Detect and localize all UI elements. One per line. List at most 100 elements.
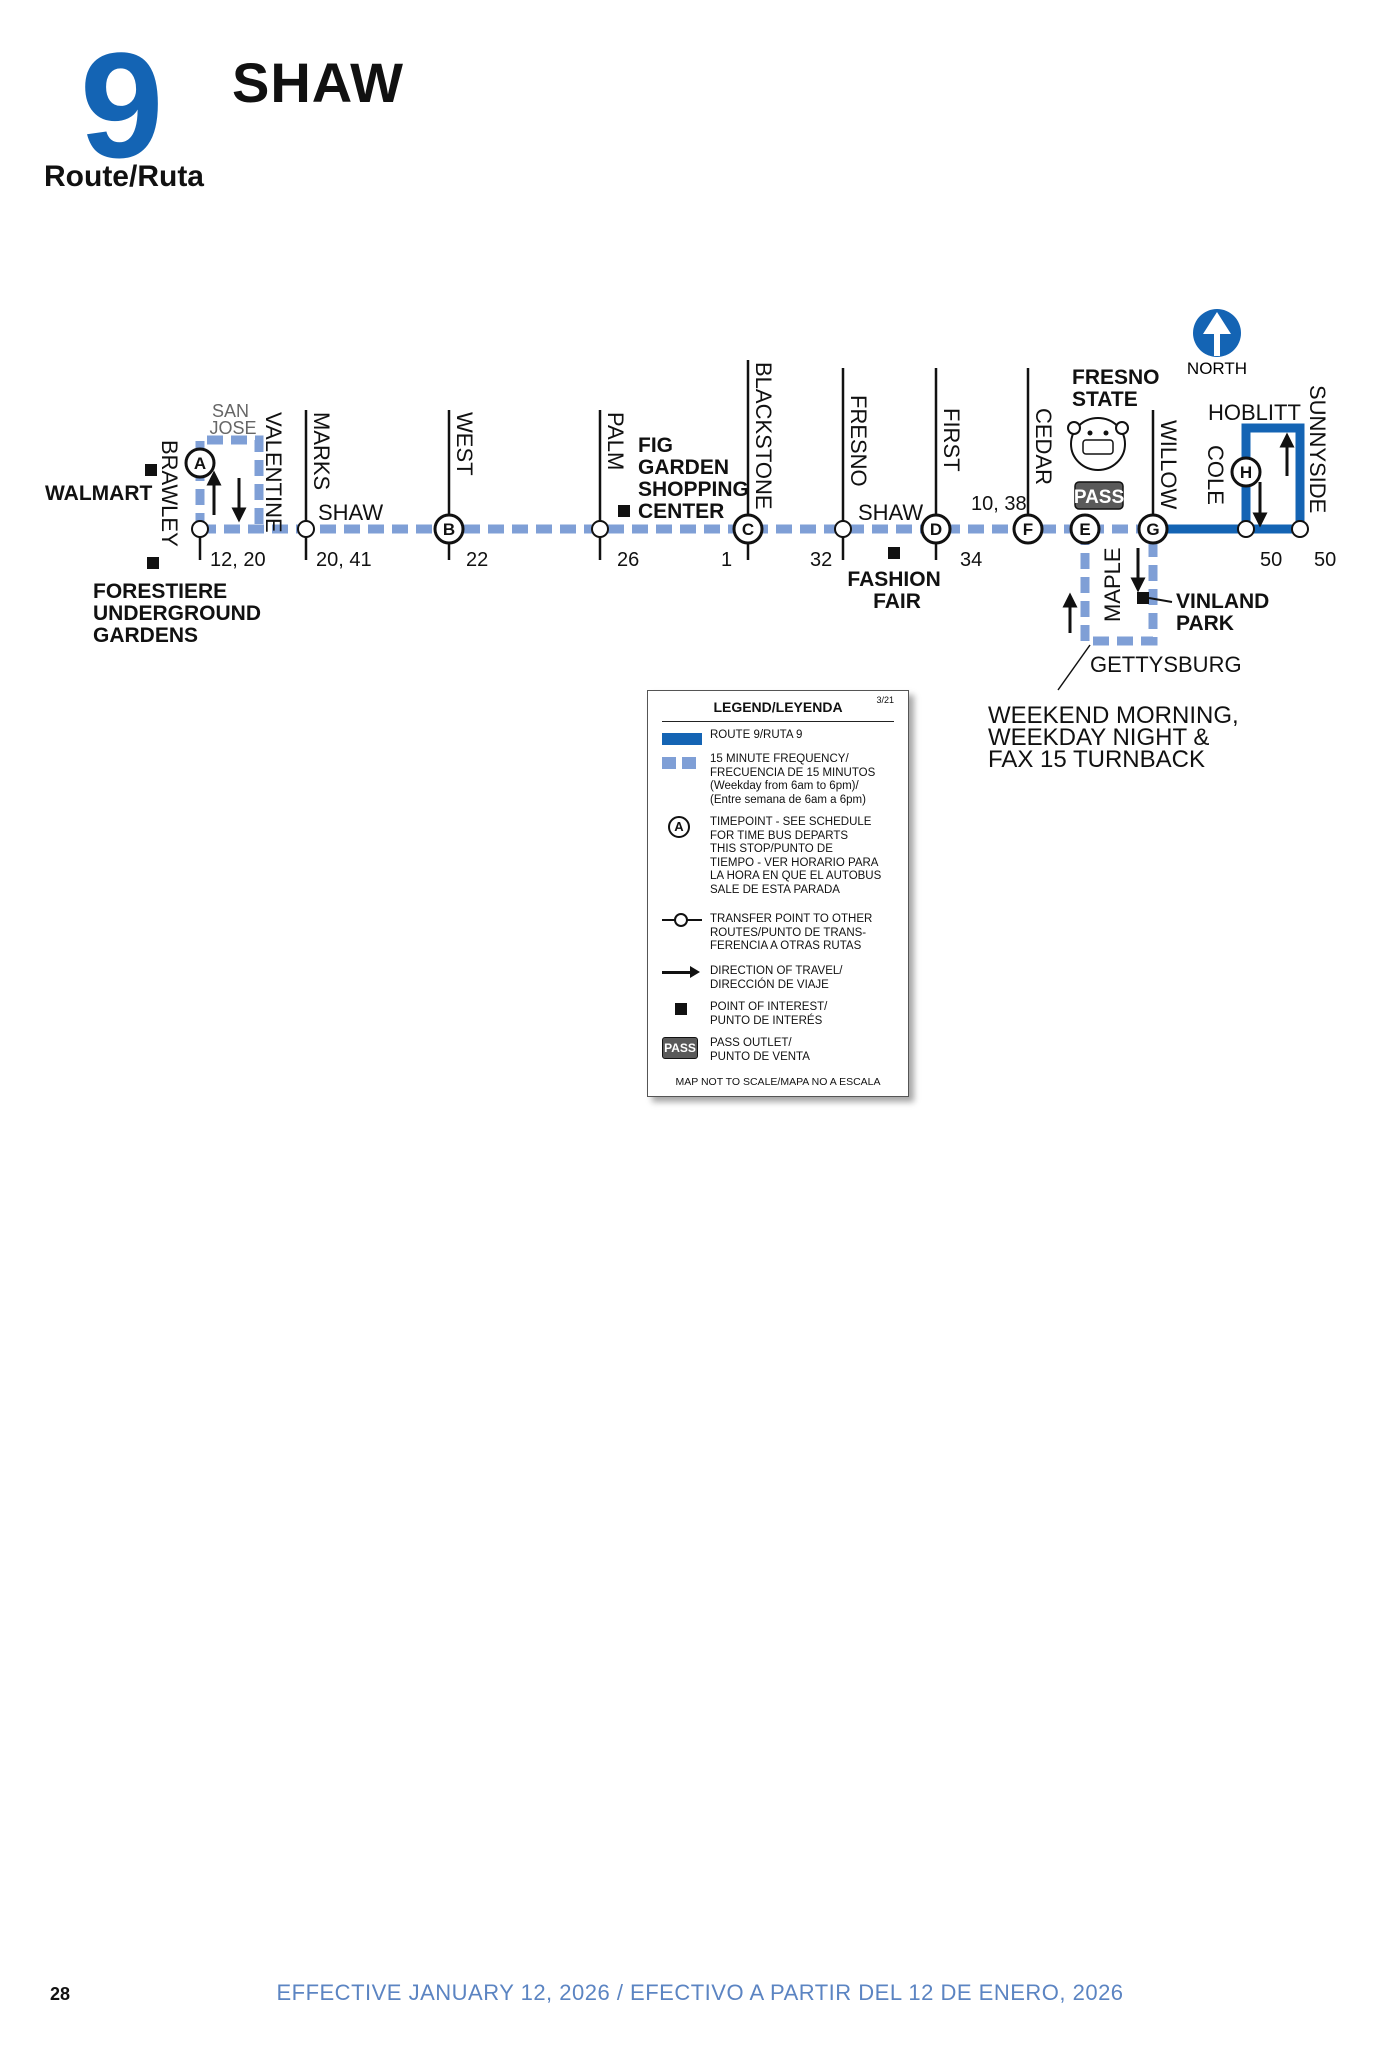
legend-text: ROUTE 9/RUTA 9 [710,729,803,741]
street-label-cole: COLE [1203,445,1228,505]
poi-fashion-fair: FASHION FAIR [847,568,946,613]
timepoint-a: A [184,447,216,479]
timepoint-g: G [1137,513,1169,545]
legend-text: PASS OUTLET/ PUNTO DE VENTA [710,1037,810,1063]
turnback-line: WEEKDAY NIGHT & [988,724,1209,751]
timepoint-e: E [1069,513,1101,545]
legend-text: TRANSFER POINT TO OTHER ROUTES/PUNTO DE … [710,913,873,952]
north-arrow-icon [1193,309,1241,357]
timepoint-label: D [930,520,942,539]
street-label-san-jose: SAN JOSE [209,401,256,438]
bulldog-mascot-icon [1067,417,1129,471]
poi-fig-garden-line: GARDEN [638,456,729,479]
timepoint-label: A [194,454,206,473]
street-label-fresno: FRESNO [846,395,871,487]
transfer-point-icon [1291,520,1309,538]
point-of-interest-icon [675,1003,687,1015]
timepoint-label: E [1079,520,1090,539]
transfer-routes-palm: 26 [617,549,639,571]
transfer-routes-brawley: 12, 20 [210,549,266,571]
street-label-willow: WILLOW [1156,420,1181,509]
legend-title: LEGEND/LEYENDA [713,699,843,715]
point-of-interest-icon [147,557,159,569]
point-of-interest-icon [145,464,157,476]
poi-forestiere: FORESTIERE UNDERGROUND GARDENS [93,580,267,647]
pass-badge-text: PASS [1074,487,1124,508]
street-label-shaw-west: SHAW [318,500,383,525]
timepoint-f: F [1012,513,1044,545]
poi-fashion-fair-line: FAIR [873,590,921,613]
transfer-routes-marks: 20, 41 [316,549,372,571]
poi-fashion-fair-line: FASHION [847,568,940,591]
timepoint-label: H [1240,463,1252,482]
street-label-valentine: VALENTINE [261,412,286,533]
poi-fresno-state: FRESNO STATE [1072,366,1165,411]
legend-footer: MAP NOT TO SCALE/MAPA NO A ESCALA [675,1076,881,1088]
transfer-point-icon [297,520,315,538]
legend-divider [662,721,894,722]
poi-forestiere-line: GARDENS [93,624,198,647]
dashed-line-icon [662,757,702,769]
timepoint-h: H [1230,456,1262,488]
street-label-hoblitt: HOBLITT [1208,400,1301,425]
legend-text: POINT OF INTEREST/ PUNTO DE INTERÉS [710,1001,828,1027]
direction-arrows [206,432,1295,633]
route-dashed-line [195,435,1158,646]
points-of-interest [145,464,1173,604]
poi-vinland-park: VINLAND PARK [1176,590,1275,635]
timepoint-icon: A [668,816,690,838]
transfer-routes-blackstone: 1 [721,549,732,571]
street-label-sunnyside: SUNNYSIDE [1305,385,1330,513]
street-label-blackstone: BLACKSTONE [751,362,776,510]
legend-text: DIRECTION OF TRAVEL/ DIRECCIÓN DE VIAJE [710,965,843,991]
poi-forestiere-line: FORESTIERE [93,580,227,603]
timepoint-b: B [433,513,465,545]
point-of-interest-icon [888,547,900,559]
timepoint-label: C [742,520,754,539]
transfer-point-icon [1237,520,1255,538]
transfer-circle [674,913,688,927]
transfer-routes-first: 34 [960,549,982,571]
timepoint-label: G [1146,520,1159,539]
street-label-maple: MAPLE [1100,547,1125,622]
transfer-routes-cedar: 10, 38 [971,493,1027,515]
transfer-points [191,520,1309,538]
poi-fig-garden-line: SHOPPING [638,478,749,501]
transfer-routes-sunnyside: 50 [1314,549,1336,571]
street-label-cedar: CEDAR [1031,408,1056,485]
transfer-routes-cole: 50 [1260,549,1282,571]
poi-vinland-park-line: VINLAND [1176,590,1269,613]
poi-vinland-park-line: PARK [1176,612,1234,635]
legend-text: 15 MINUTE FREQUENCY/ FRECUENCIA DE 15 MI… [710,753,876,806]
street-label-brawley: BRAWLEY [157,440,182,547]
poi-fresno-state-line: FRESNO [1072,366,1160,389]
street-label-shaw-east: SHAW [858,500,923,525]
pass-outlet-badge: PASS [1074,481,1124,510]
turnback-line: FAX 15 TURNBACK [988,746,1205,773]
transfer-routes-west: 22 [466,549,488,571]
route-label: Route/Ruta [44,160,204,193]
legend-text: TIMEPOINT - SEE SCHEDULE FOR TIME BUS DE… [710,816,882,896]
timepoint-c: C [732,513,764,545]
route-name: SHAW [232,51,404,114]
point-of-interest-icon [1137,592,1149,604]
pass-outlet-icon: PASS [662,1037,698,1059]
transfer-point-icon [834,520,852,538]
street-label-gettysburg: GETTYSBURG [1090,652,1242,677]
direction-arrow-icon [662,971,692,974]
legend-box: LEGEND/LEYENDA 3/21 ROUTE 9/RUTA 9 15 MI… [647,690,909,1097]
legend-date: 3/21 [876,695,894,705]
arrow-head [690,966,700,978]
poi-fig-garden-line: FIG [638,434,673,457]
poi-fresno-state-line: STATE [1072,388,1138,411]
route-number: 9 [80,21,163,189]
poi-forestiere-line: UNDERGROUND [93,602,261,625]
transfer-point-icon [591,520,609,538]
timepoint-label: B [443,520,455,539]
transfer-point-icon [191,520,209,538]
san-jose-line: JOSE [209,418,256,438]
solid-line-icon [662,733,702,745]
effective-date: EFFECTIVE JANUARY 12, 2026 / EFECTIVO A … [276,1980,1124,2005]
street-label-palm: PALM [603,412,628,470]
